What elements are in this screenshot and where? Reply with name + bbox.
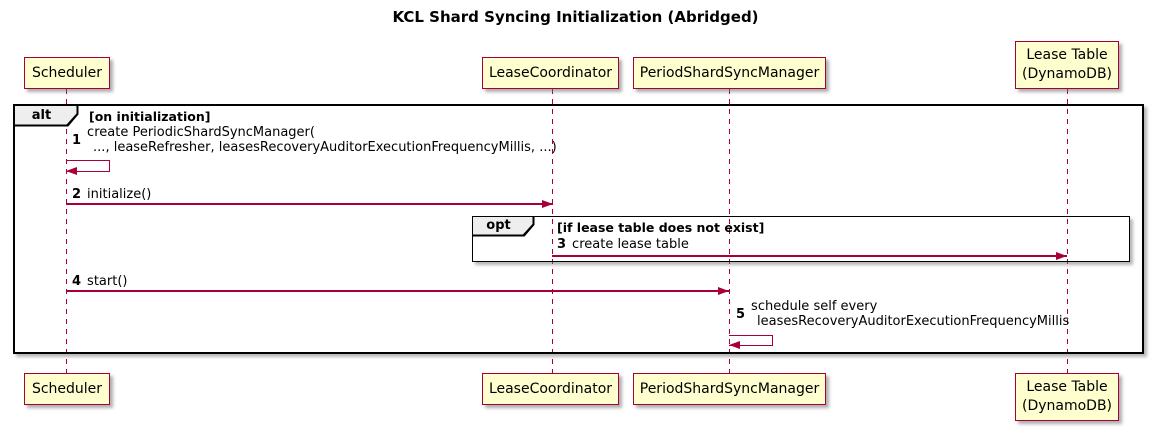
- message-1-text-line2: ..., leaseRefresher, leasesRecoveryAudit…: [93, 140, 557, 155]
- message-2-text: initialize(): [87, 187, 152, 202]
- participant-lease-coordinator-top-label: LeaseCoordinator: [488, 64, 613, 81]
- alt-frame-tab: alt: [14, 105, 79, 127]
- message-3-number: 3: [557, 237, 567, 252]
- lifeline-lease-table: [1067, 89, 1068, 373]
- participant-lease-coordinator-top: LeaseCoordinator: [482, 57, 619, 89]
- opt-frame-keyword: opt: [472, 216, 533, 235]
- message-4: 4 start(): [72, 274, 127, 289]
- message-1-text: create PeriodicShardSyncManager( ..., le…: [87, 125, 557, 155]
- alt-frame-condition: [on initialization]: [89, 109, 211, 124]
- opt-frame-condition: [if lease table does not exist]: [557, 220, 765, 235]
- message-2-arrowhead: [542, 200, 553, 208]
- message-4-arrow-line: [66, 290, 729, 292]
- participant-lease-table-bottom-label-line1: Lease Table: [1026, 379, 1108, 395]
- message-5-self-arrow: [729, 335, 773, 346]
- alt-frame-keyword: alt: [14, 105, 77, 125]
- message-5-text-line2: leasesRecoveryAuditorExecutionFrequencyM…: [757, 314, 1070, 329]
- message-5-text-line1: schedule self every: [751, 299, 878, 314]
- message-2-number: 2: [72, 187, 82, 202]
- participant-period-shard-sync-manager-top-label: PeriodShardSyncManager: [639, 64, 820, 81]
- message-5-number: 5: [736, 306, 746, 322]
- message-3-arrowhead: [1056, 252, 1067, 260]
- message-1: 1 create PeriodicShardSyncManager( ..., …: [72, 125, 557, 155]
- participant-lease-table-top-label-line1: Lease Table: [1026, 47, 1108, 63]
- lifeline-lease-coordinator: [552, 89, 553, 373]
- alt-frame: alt [on initialization]: [13, 104, 1144, 354]
- message-2: 2 initialize(): [72, 187, 151, 202]
- message-1-self-arrow: [66, 160, 110, 172]
- message-3: 3 create lease table: [557, 237, 689, 252]
- participant-lease-table-bottom: Lease Table (DynamoDB): [1015, 373, 1119, 421]
- participant-lease-coordinator-bottom-label: LeaseCoordinator: [488, 380, 613, 397]
- message-4-number: 4: [72, 274, 82, 289]
- participant-lease-table-bottom-label-line2: (DynamoDB): [1021, 398, 1113, 414]
- opt-frame: opt [if lease table does not exist]: [472, 216, 1130, 262]
- participant-period-shard-sync-manager-bottom: PeriodShardSyncManager: [633, 373, 826, 405]
- message-5: 5 schedule self every leasesRecoveryAudi…: [736, 299, 1069, 329]
- participant-period-shard-sync-manager-top: PeriodShardSyncManager: [633, 57, 826, 89]
- participant-lease-coordinator-bottom: LeaseCoordinator: [482, 373, 619, 405]
- message-1-text-line1: create PeriodicShardSyncManager(: [87, 125, 315, 140]
- opt-frame-tab: opt: [472, 216, 535, 237]
- participant-scheduler-top: Scheduler: [24, 57, 110, 89]
- message-1-arrowhead: [66, 167, 77, 175]
- message-1-number: 1: [72, 132, 82, 148]
- participant-scheduler-bottom: Scheduler: [24, 373, 110, 405]
- message-2-arrow-line: [66, 203, 553, 205]
- participant-lease-table-top: Lease Table (DynamoDB): [1015, 41, 1119, 89]
- lifeline-scheduler: [66, 89, 67, 373]
- message-5-text: schedule self every leasesRecoveryAudito…: [751, 299, 1069, 329]
- message-3-arrow-line: [552, 255, 1067, 257]
- message-4-arrowhead: [718, 287, 729, 295]
- participant-scheduler-bottom-label: Scheduler: [31, 380, 103, 397]
- message-5-arrowhead: [729, 341, 740, 349]
- participant-period-shard-sync-manager-bottom-label: PeriodShardSyncManager: [639, 380, 820, 397]
- message-3-text: create lease table: [572, 237, 689, 252]
- diagram-title: KCL Shard Syncing Initialization (Abridg…: [392, 8, 759, 26]
- participant-scheduler-top-label: Scheduler: [31, 64, 103, 81]
- participant-lease-table-top-label-line2: (DynamoDB): [1021, 66, 1113, 82]
- message-4-text: start(): [87, 274, 128, 289]
- lifeline-period-shard-sync-manager: [729, 89, 730, 373]
